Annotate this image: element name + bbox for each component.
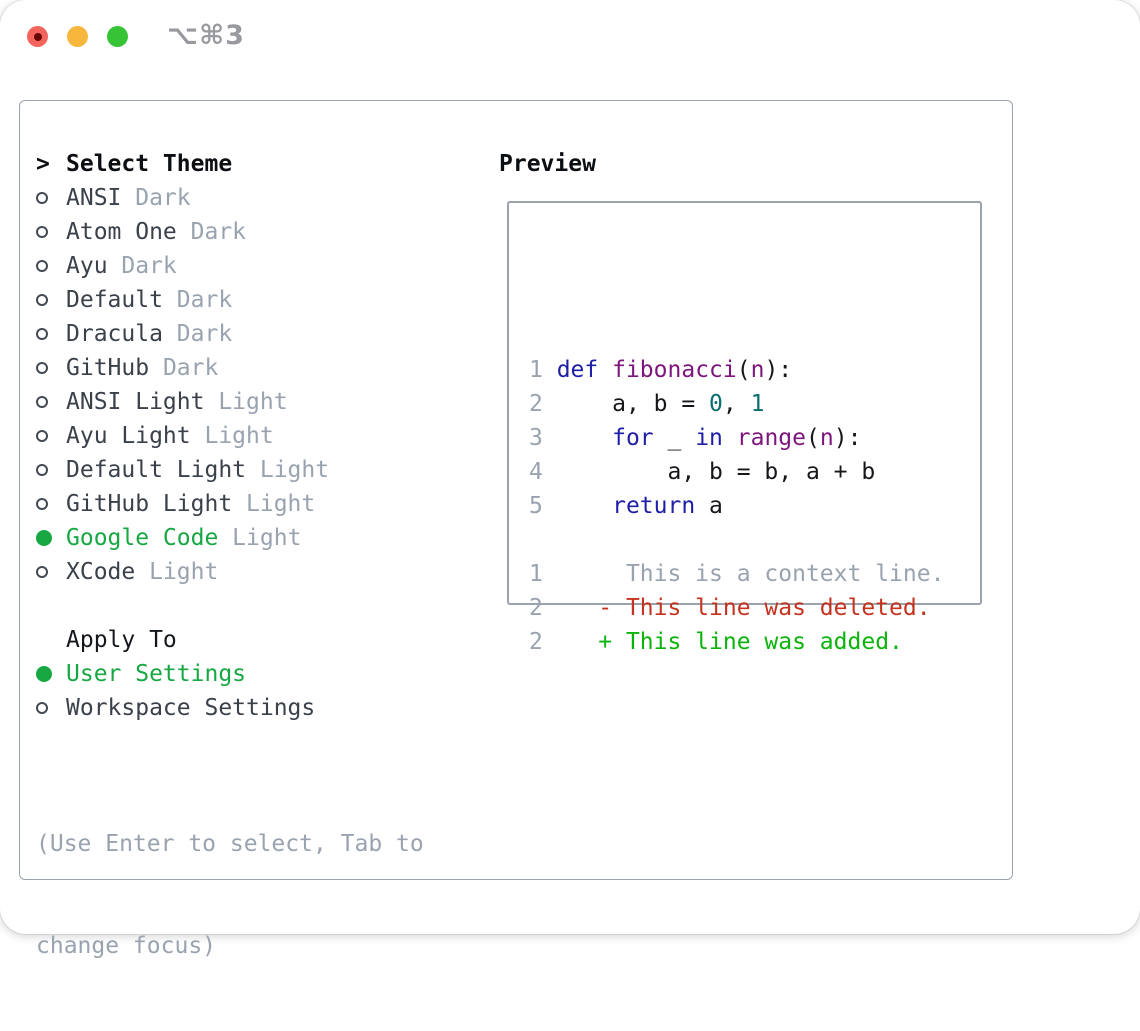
theme-variant-label: Light (190, 423, 274, 449)
window-title: ⌥⌘3 (167, 20, 245, 51)
zoom-button[interactable] (107, 26, 128, 47)
code-line: 5 return a (529, 493, 723, 519)
selected-radio-icon (36, 530, 66, 546)
theme-variant-label: Dark (107, 253, 177, 279)
radio-icon (36, 566, 66, 578)
theme-option-default[interactable]: Default Dark (36, 283, 329, 317)
option-label: ANSI (66, 185, 122, 211)
option-label: Ayu Light (66, 423, 191, 449)
select-theme-label: Select Theme (66, 151, 233, 177)
radio-icon (36, 260, 66, 272)
option-label: Default (66, 287, 163, 313)
theme-option-ansi[interactable]: ANSI Dark (36, 181, 329, 215)
help-text-line-2: change focus) (36, 933, 217, 959)
apply-to-label: Apply To (66, 627, 177, 653)
option-label: Workspace Settings (66, 695, 316, 721)
minimize-button[interactable] (67, 26, 88, 47)
theme-variant-label: Dark (162, 321, 233, 347)
theme-option-github-light[interactable]: GitHub Light Light (36, 487, 329, 521)
option-label: Atom One (66, 219, 177, 245)
theme-option-dracula[interactable]: Dracula Dark (36, 317, 329, 351)
theme-variant-label: Dark (162, 287, 233, 313)
option-label: XCode (66, 559, 136, 585)
radio-icon (36, 294, 66, 306)
theme-option-ayu[interactable]: Ayu Dark (36, 249, 329, 283)
option-label: GitHub (66, 355, 150, 381)
code-line: 2 + This line was added. (529, 629, 903, 655)
theme-variant-label: Light (246, 457, 330, 483)
code-line: 2 - This line was deleted. (529, 595, 931, 621)
option-label: Dracula (66, 321, 163, 347)
radio-icon (36, 702, 66, 714)
theme-variant-label: Light (232, 491, 316, 517)
option-label: Default Light (66, 457, 247, 483)
option-label: ANSI Light (66, 389, 205, 415)
close-button[interactable] (27, 26, 48, 47)
radio-icon (36, 464, 66, 476)
radio-icon (36, 498, 66, 510)
option-label: Google Code (66, 525, 219, 551)
radio-icon (36, 430, 66, 442)
selection-prompt-icon: > (36, 151, 50, 177)
help-text: (Use Enter to select, Tab to change focu… (36, 759, 424, 1031)
theme-option-ayu-light[interactable]: Ayu Light Light (36, 419, 329, 453)
apply-option-workspace-settings[interactable]: Workspace Settings (36, 691, 315, 725)
code-line: 1 def fibonacci(n): (529, 357, 793, 383)
help-text-line-1: (Use Enter to select, Tab to (36, 831, 424, 857)
selected-radio-icon (36, 666, 66, 682)
theme-variant-label: Light (135, 559, 219, 585)
theme-variant-label: Light (218, 525, 302, 551)
radio-icon (36, 226, 66, 238)
code-preview: 1 def fibonacci(n): 2 a, b = 0, 1 3 for _ … (529, 251, 944, 659)
theme-option-google-code[interactable]: Google Code Light (36, 521, 329, 555)
apply-option-user-settings[interactable]: User Settings (36, 657, 315, 691)
theme-option-github[interactable]: GitHub Dark (36, 351, 329, 385)
radio-icon (36, 362, 66, 374)
code-line: 2 a, b = 0, 1 (529, 391, 765, 417)
theme-variant-label: Dark (149, 355, 219, 381)
option-label: GitHub Light (66, 491, 233, 517)
option-label: User Settings (66, 661, 247, 687)
apply-to-header: Apply To (36, 623, 315, 657)
titlebar: ⌥⌘3 (0, 0, 1140, 74)
window-controls (27, 26, 128, 47)
theme-variant-label: Light (204, 389, 288, 415)
code-line: 1 This is a context line. (529, 561, 945, 587)
preview-title: Preview (499, 151, 596, 177)
option-label: Ayu (66, 253, 108, 279)
theme-option-atom-one[interactable]: Atom One Dark (36, 215, 329, 249)
radio-icon (36, 328, 66, 340)
preview-box: 1 def fibonacci(n): 2 a, b = 0, 1 3 for _ … (507, 201, 982, 655)
radio-icon (36, 396, 66, 408)
theme-variant-label: Dark (121, 185, 191, 211)
theme-option-xcode[interactable]: XCode Light (36, 555, 329, 589)
theme-variant-label: Dark (176, 219, 247, 245)
theme-option-ansi-light[interactable]: ANSI Light Light (36, 385, 329, 419)
select-theme-header: > Select Theme (36, 147, 329, 181)
theme-option-default-light[interactable]: Default Light Light (36, 453, 329, 487)
radio-icon (36, 192, 66, 204)
code-line: 3 for _ in range(n): (529, 425, 862, 451)
code-line (529, 523, 944, 557)
code-line: 4 a, b = b, a + b (529, 459, 876, 485)
